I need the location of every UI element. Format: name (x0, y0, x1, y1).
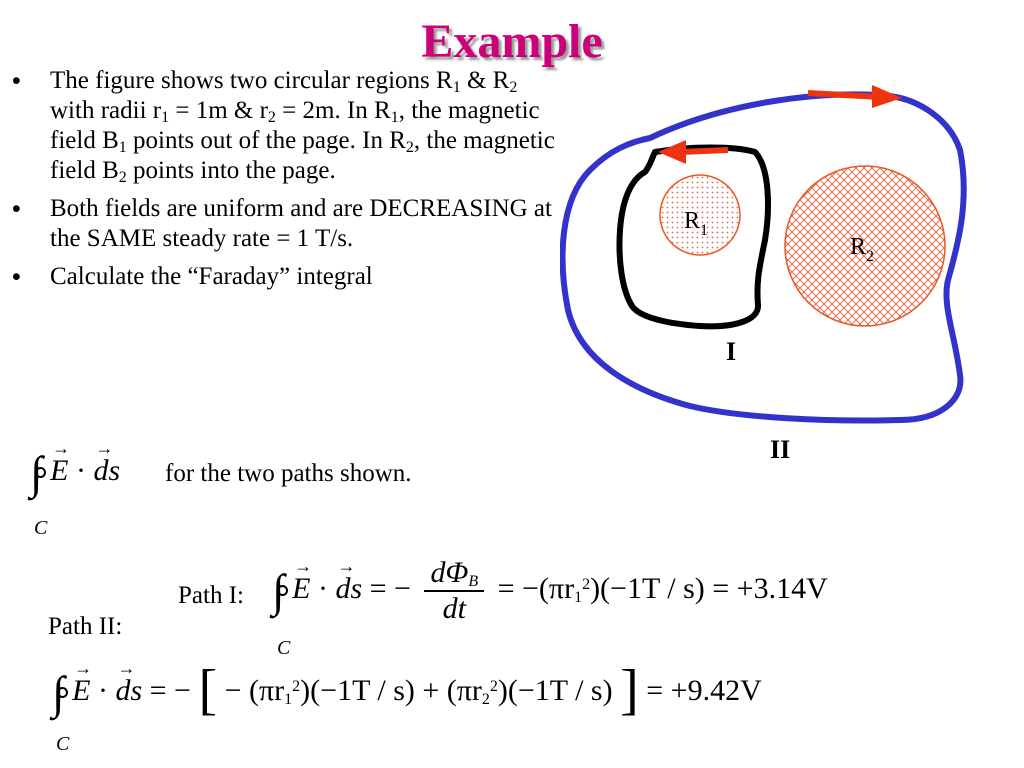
label-path-I: I (726, 337, 736, 366)
path-I-label: Path I: (178, 582, 244, 609)
bullet-dot: • (12, 263, 21, 291)
contour-label: C (277, 637, 291, 659)
bullet-calculate: • Calculate the “Faraday” integral (12, 263, 373, 291)
region-r2 (784, 165, 946, 327)
bullet-list: • The figure shows two circular regions … (8, 66, 563, 300)
contour-integral-sign: ∫ (52, 670, 68, 716)
arrow-path-II-head (872, 85, 902, 108)
bullet-dot: • (12, 67, 21, 95)
flux-derivative: dΦB dt (424, 556, 485, 626)
label-r1: R1 (684, 208, 708, 239)
bullet-uniform-fields: • Both fields are uniform and are DECREA… (12, 195, 552, 252)
contour-label: C (56, 733, 70, 755)
arrow-path-I-line (679, 147, 729, 155)
path-I-loop (616, 144, 771, 330)
arrow-path-I-head (658, 140, 686, 164)
path-I-equation: ∫ E · ds = − dΦB dt = −(πr12)(−1T / s) =… (272, 556, 828, 626)
path-II-label: Path II: (48, 613, 123, 640)
path-II-loop (560, 91, 967, 424)
label-r2: R2 (850, 234, 874, 265)
contour-integral-sign: ∫ (272, 568, 288, 614)
arrow-path-II-line (807, 90, 881, 100)
region-r1 (659, 174, 741, 256)
bullet-figure-description: • The figure shows two circular regions … (12, 67, 555, 186)
label-path-II: II (770, 435, 790, 464)
for-paths-text: for the two paths shown. (165, 460, 412, 487)
contour-integral-sign: ∫ (30, 450, 46, 496)
slide-title: Example (421, 15, 603, 68)
faraday-integral: ∫ E · ds (30, 438, 120, 496)
contour-label: C (34, 517, 48, 539)
loop-diagram: R1 R2 I II (560, 85, 967, 464)
path-II-equation: ∫ E · ds = − [ − (πr12)(−1T / s) + (πr22… (52, 658, 762, 718)
bullet-dot: • (12, 195, 21, 223)
